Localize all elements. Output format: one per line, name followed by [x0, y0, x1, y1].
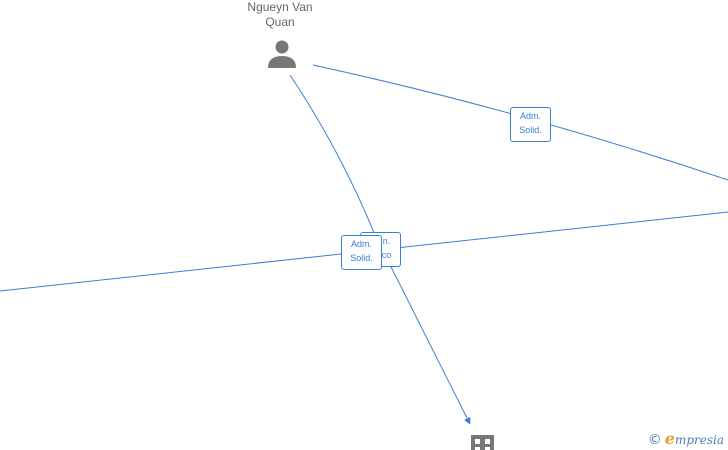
- edge-person-company: [289, 74, 471, 425]
- person-name-label: Ngueyn Van Quan: [225, 0, 335, 30]
- edge-label-hidden-line2: co: [381, 250, 392, 260]
- edge-label-upper-line1: Adm.: [519, 111, 541, 121]
- person-icon[interactable]: [268, 40, 296, 69]
- brand-name: mpresia: [674, 433, 724, 447]
- brand-watermark[interactable]: ©empresia: [648, 429, 724, 448]
- edge-label-center-line1: Adm.: [350, 239, 372, 249]
- person-name-line1: Ngueyn Van: [247, 0, 313, 14]
- edge-label-adm-solid-upper[interactable]: Adm. Solid.: [510, 107, 551, 142]
- brand-initial: e: [664, 429, 675, 448]
- copyright-icon: ©: [647, 432, 662, 448]
- edge-label-upper-line2: Solid.: [519, 125, 542, 135]
- person-name-line2: Quan: [265, 15, 295, 29]
- edge-label-hidden-line1: n.: [382, 236, 391, 246]
- edge-label-adm-solid-center[interactable]: Adm. Solid.: [341, 235, 382, 270]
- building-icon[interactable]: [471, 435, 494, 450]
- edge-label-center-line2: Solid.: [350, 253, 373, 263]
